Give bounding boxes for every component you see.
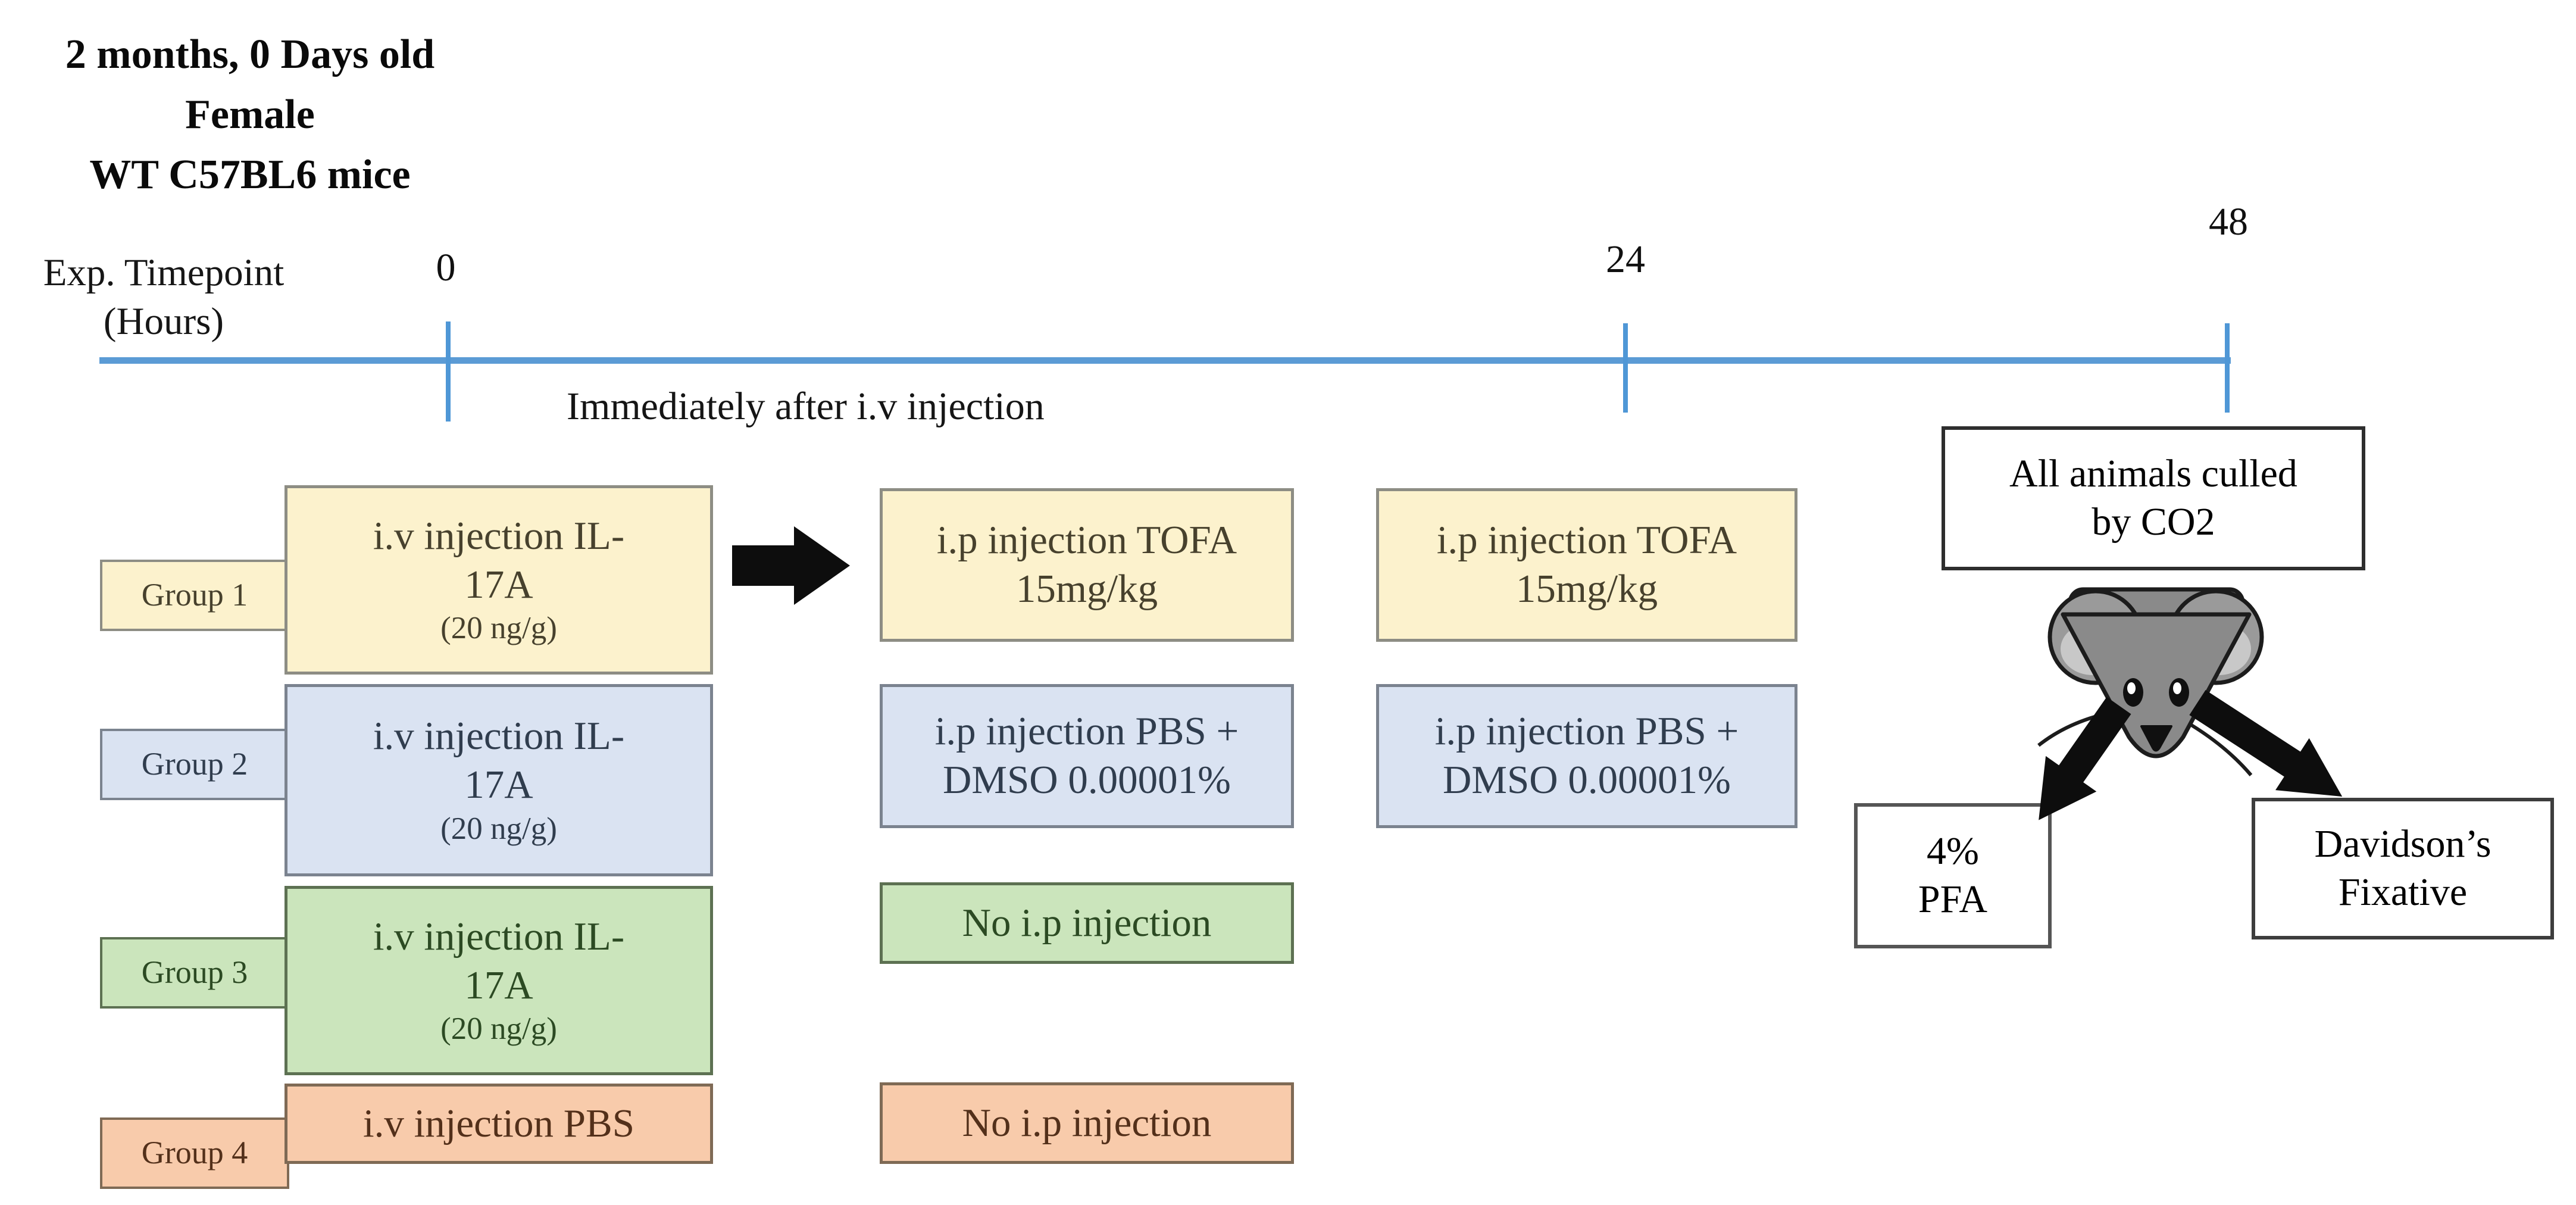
- group3-iv-dose: (20 ng/g): [440, 1012, 557, 1047]
- davidsons-box: Davidson’s Fixative: [2252, 798, 2554, 939]
- davidsons-line1: Davidson’s: [2314, 822, 2491, 866]
- group3-iv-line1: i.v injection IL-: [373, 914, 625, 959]
- group3-iv-box: i.v injection IL- 17A (20 ng/g): [285, 886, 713, 1075]
- cull-box: All animals culled by CO2: [1942, 426, 2365, 570]
- group3-iv-line2: 17A: [464, 963, 533, 1007]
- group2-ip24-box: i.p injection PBS + DMSO 0.00001%: [1376, 684, 1797, 828]
- group1-ip24-line1: i.p injection TOFA: [1436, 518, 1737, 563]
- group2-label-box: Group 2: [100, 729, 289, 800]
- group1-label: Group 1: [141, 577, 248, 613]
- group2-ip0-box: i.p injection PBS + DMSO 0.00001%: [880, 684, 1294, 828]
- group1-iv-line2: 17A: [464, 562, 533, 607]
- group2-iv-box: i.v injection IL- 17A (20 ng/g): [285, 684, 713, 876]
- subject-description: 2 months, 0 Days old Female WT C57BL6 mi…: [12, 25, 488, 205]
- group1-iv-box: i.v injection IL- 17A (20 ng/g): [285, 485, 713, 675]
- pfa-line1: 4%: [1927, 829, 1979, 873]
- mouse-icon: [2037, 587, 2270, 776]
- group4-iv-box: i.v injection PBS: [285, 1084, 713, 1164]
- group4-ip0-box: No i.p injection: [880, 1082, 1294, 1164]
- timeline-axis-label-line2: (Hours): [103, 299, 224, 343]
- group1-label-box: Group 1: [100, 560, 289, 631]
- group1-ip0-box: i.p injection TOFA 15mg/kg: [880, 488, 1294, 642]
- subject-sex: Female: [185, 91, 315, 138]
- subject-strain: WT C57BL6 mice: [89, 151, 411, 198]
- group3-label: Group 3: [141, 954, 248, 991]
- timeline-axis-label-line1: Exp. Timepoint: [43, 251, 285, 294]
- pfa-line2: PFA: [1918, 878, 1988, 921]
- flow-arrow-icon: [732, 526, 850, 605]
- group3-ip0-box: No i.p injection: [880, 882, 1294, 964]
- group3-label-box: Group 3: [100, 937, 289, 1009]
- timeline-label-24: 24: [1606, 238, 1645, 281]
- subject-age: 2 months, 0 Days old: [65, 32, 435, 77]
- group4-label-box: Group 4: [100, 1117, 289, 1189]
- group1-ip24-box: i.p injection TOFA 15mg/kg: [1376, 488, 1797, 642]
- timeline-annotation: Immediately after i.v injection: [567, 385, 1045, 428]
- group1-ip24-line2: 15mg/kg: [1515, 567, 1658, 611]
- group1-ip0-line2: 15mg/kg: [1015, 567, 1158, 611]
- group2-iv-line2: 17A: [464, 763, 533, 807]
- group1-iv-line1: i.v injection IL-: [373, 513, 625, 558]
- group2-ip24-line1: i.p injection PBS +: [1434, 709, 1739, 754]
- cull-line1: All animals culled: [2009, 452, 2297, 496]
- cull-line2: by CO2: [2092, 500, 2215, 544]
- group1-ip0-line1: i.p injection TOFA: [936, 518, 1237, 563]
- group4-label: Group 4: [141, 1135, 248, 1171]
- group3-ip0-line1: No i.p injection: [962, 900, 1212, 945]
- group2-ip24-line2: DMSO 0.00001%: [1443, 758, 1731, 802]
- davidsons-line2: Fixative: [2338, 870, 2468, 914]
- group2-iv-line1: i.v injection IL-: [373, 714, 625, 758]
- timeline-label-0: 0: [436, 246, 456, 289]
- timeline-tick-24: [1623, 323, 1628, 413]
- group4-ip0-line1: No i.p injection: [962, 1100, 1212, 1145]
- timeline-tick-48: [2225, 323, 2230, 413]
- group4-iv-line1: i.v injection PBS: [362, 1101, 634, 1145]
- group2-label: Group 2: [141, 746, 248, 782]
- timeline-axis-label: Exp. Timepoint (Hours): [15, 249, 312, 346]
- timeline-line: [99, 357, 2231, 364]
- group1-iv-dose: (20 ng/g): [440, 611, 557, 646]
- timeline-label-48: 48: [2209, 200, 2248, 244]
- group2-ip0-line2: DMSO 0.00001%: [943, 758, 1231, 802]
- pfa-box: 4% PFA: [1854, 803, 2052, 948]
- group2-ip0-line1: i.p injection PBS +: [934, 709, 1239, 754]
- timeline-tick-0: [446, 321, 451, 422]
- group2-iv-dose: (20 ng/g): [440, 811, 557, 846]
